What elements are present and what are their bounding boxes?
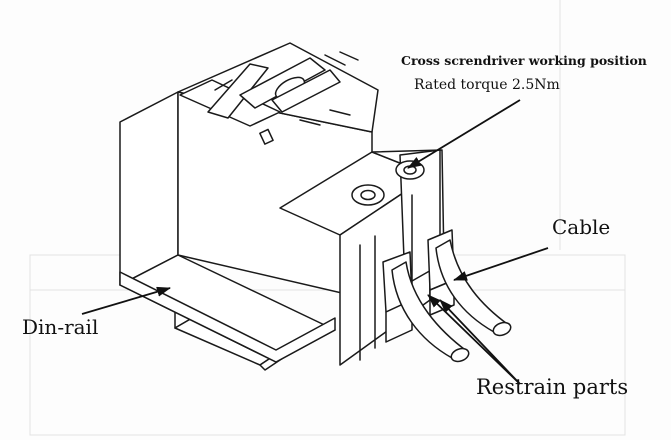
- arrow-screwdriver: [407, 99, 521, 169]
- terminal-screw-left: [351, 184, 385, 206]
- rated-torque-label: Rated torque 2.5Nm: [414, 77, 560, 93]
- screwdriver-position-label: Cross screndriver working position: [401, 53, 647, 68]
- din-rail-label: Din-rail: [22, 315, 99, 339]
- arrow-restrain-2: [439, 299, 521, 385]
- cable-left: [391, 261, 470, 363]
- cable-right: [435, 239, 512, 337]
- restrain-parts-label: Restrain parts: [476, 375, 629, 399]
- arrow-cable: [453, 247, 549, 281]
- trip-handle: [207, 51, 359, 119]
- arrow-din-rail: [81, 286, 171, 315]
- cable-label: Cable: [552, 215, 611, 239]
- terminal-screw-right: [395, 160, 425, 180]
